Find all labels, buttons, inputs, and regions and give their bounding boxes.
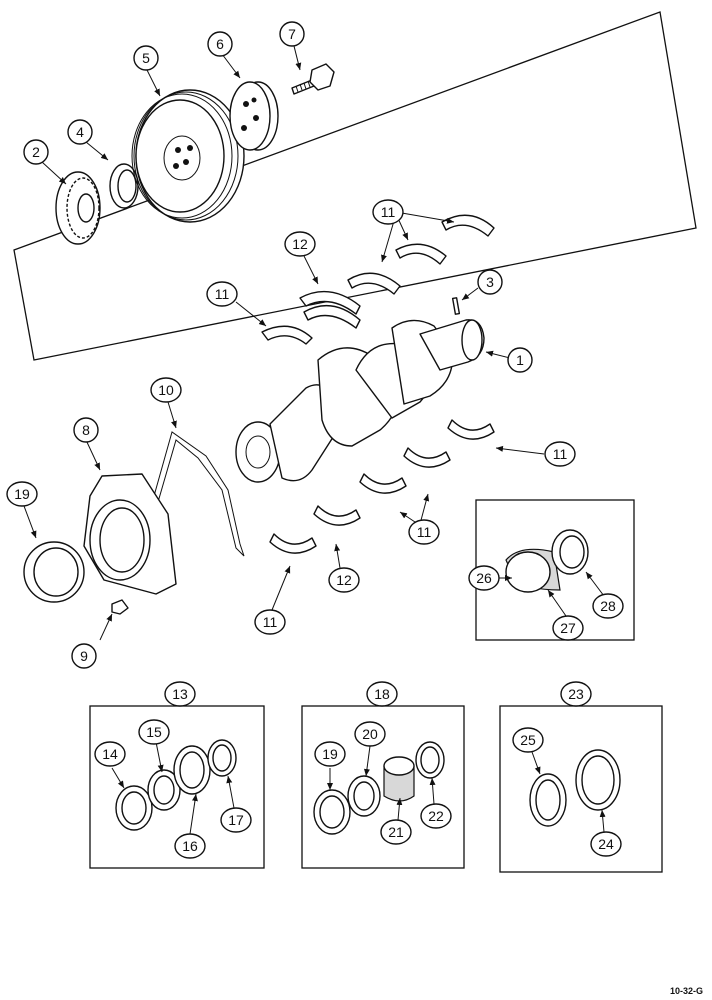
callout-11-top: 11 xyxy=(372,199,404,225)
kit-23-parts xyxy=(529,749,621,827)
svg-text:28: 28 xyxy=(600,598,616,614)
reference-code: 10-32-G xyxy=(670,986,703,996)
callout-20: 20 xyxy=(354,721,386,747)
lower-main-bearing-shells xyxy=(269,419,495,554)
callout-7: 7 xyxy=(279,21,305,47)
spacer-ring xyxy=(109,163,139,209)
svg-text:11: 11 xyxy=(553,446,568,462)
svg-text:14: 14 xyxy=(102,746,118,762)
kit-26-bearings xyxy=(505,529,589,593)
rear-oil-seal xyxy=(23,541,85,603)
callout-23: 23 xyxy=(560,681,592,707)
callout-9: 9 xyxy=(71,643,97,669)
callout-22: 22 xyxy=(420,803,452,829)
svg-text:11: 11 xyxy=(417,524,432,540)
callout-11-bottom: 11 xyxy=(254,609,286,635)
svg-text:6: 6 xyxy=(216,36,224,52)
svg-text:11: 11 xyxy=(381,204,396,220)
callout-24: 24 xyxy=(590,831,622,857)
callout-19-seal: 19 xyxy=(6,481,38,507)
callout-10: 10 xyxy=(150,377,182,403)
svg-text:26: 26 xyxy=(476,570,492,586)
svg-text:27: 27 xyxy=(560,620,576,636)
svg-text:12: 12 xyxy=(292,236,308,252)
callout-16: 16 xyxy=(174,833,206,859)
svg-text:17: 17 xyxy=(228,812,244,828)
svg-text:2: 2 xyxy=(32,144,40,160)
callout-25: 25 xyxy=(512,727,544,753)
callout-8: 8 xyxy=(73,417,99,443)
svg-text:18: 18 xyxy=(374,686,390,702)
callout-5: 5 xyxy=(133,45,159,71)
svg-text:22: 22 xyxy=(428,808,444,824)
pulley-hub xyxy=(229,81,279,151)
callout-11-middle: 11 xyxy=(408,519,440,545)
svg-text:23: 23 xyxy=(568,686,584,702)
callout-13: 13 xyxy=(164,681,196,707)
callout-6: 6 xyxy=(207,31,233,57)
svg-text:7: 7 xyxy=(288,26,296,42)
kit-18-parts xyxy=(313,741,445,835)
callout-12-top: 12 xyxy=(284,231,316,257)
callout-3: 3 xyxy=(477,269,503,295)
crankshaft-pulley xyxy=(131,89,245,223)
callout-27: 27 xyxy=(552,615,584,641)
rear-seal-housing xyxy=(83,473,177,595)
callout-2: 2 xyxy=(23,139,49,165)
callout-12-bottom: 12 xyxy=(328,567,360,593)
svg-text:19: 19 xyxy=(322,746,338,762)
svg-text:11: 11 xyxy=(215,286,230,302)
leader-lines xyxy=(23,45,606,835)
pulley-bolt xyxy=(291,63,335,95)
dowel-pin xyxy=(451,297,461,315)
crankshaft xyxy=(235,319,485,483)
svg-text:20: 20 xyxy=(362,726,378,742)
callout-15: 15 xyxy=(138,719,170,745)
svg-text:12: 12 xyxy=(336,572,352,588)
svg-text:13: 13 xyxy=(172,686,188,702)
housing-bolt xyxy=(111,599,129,615)
callout-28: 28 xyxy=(592,593,624,619)
upper-main-bearing-shells xyxy=(261,214,495,345)
callout-21: 21 xyxy=(380,819,412,845)
callout-14: 14 xyxy=(94,741,126,767)
svg-text:11: 11 xyxy=(263,614,278,630)
crankshaft-gear xyxy=(55,171,101,245)
svg-text:25: 25 xyxy=(520,732,536,748)
svg-text:1: 1 xyxy=(516,352,524,368)
svg-text:8: 8 xyxy=(82,422,90,438)
svg-text:21: 21 xyxy=(388,824,404,840)
front-assembly-panel xyxy=(13,11,697,361)
svg-text:15: 15 xyxy=(146,724,162,740)
svg-text:4: 4 xyxy=(76,124,84,140)
callout-4: 4 xyxy=(67,119,93,145)
svg-text:5: 5 xyxy=(142,50,150,66)
svg-text:16: 16 xyxy=(182,838,198,854)
svg-text:19: 19 xyxy=(14,486,30,502)
svg-text:9: 9 xyxy=(80,648,88,664)
svg-text:24: 24 xyxy=(598,836,614,852)
svg-text:3: 3 xyxy=(486,274,494,290)
callout-18: 18 xyxy=(366,681,398,707)
callout-11-left: 11 xyxy=(206,281,238,307)
callout-11-right: 11 xyxy=(544,441,576,467)
callout-26: 26 xyxy=(468,565,500,591)
callout-19-kit: 19 xyxy=(314,741,346,767)
kit-13-parts xyxy=(115,739,237,831)
svg-text:10: 10 xyxy=(158,382,174,398)
callout-1: 1 xyxy=(507,347,533,373)
callout-17: 17 xyxy=(220,807,252,833)
